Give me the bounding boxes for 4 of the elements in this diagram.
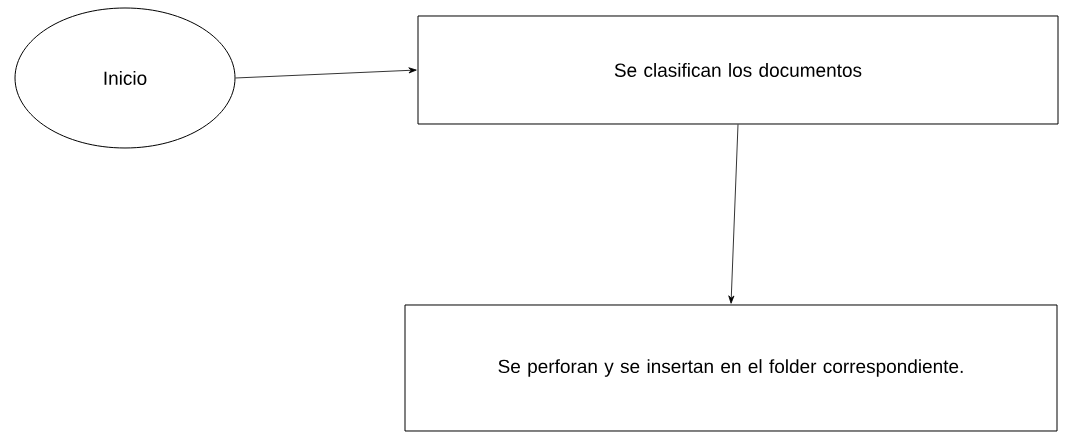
process-box: Se clasifican los documentos bbox=[417, 15, 1059, 125]
process-box: Se perforan y se insertan en el folder correspondiente. bbox=[404, 304, 1058, 432]
arrow bbox=[728, 124, 739, 304]
arrow bbox=[235, 67, 417, 79]
